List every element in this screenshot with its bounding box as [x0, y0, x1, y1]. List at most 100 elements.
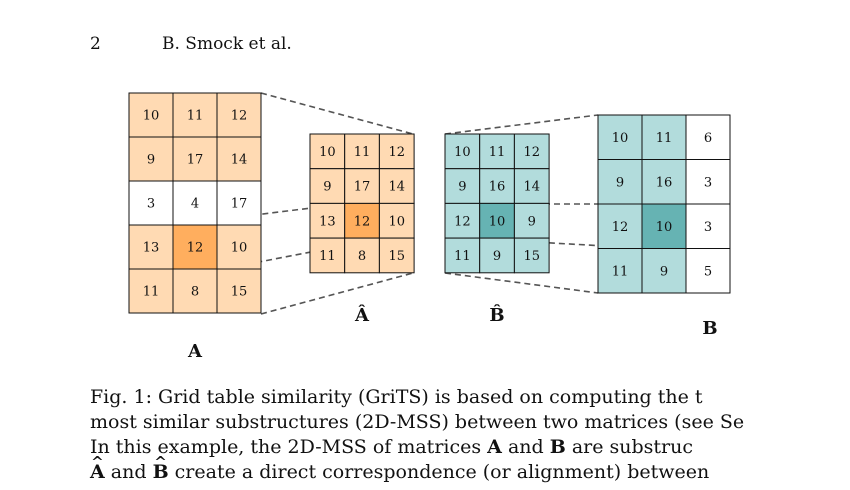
matrix-cell-value: 12 — [231, 109, 248, 124]
matrix-cell-value: 15 — [388, 249, 405, 264]
matrix-cell — [597, 248, 643, 294]
matrix-cell-value: 10 — [656, 220, 673, 235]
matrix-cell — [344, 133, 380, 170]
matrix-cell — [128, 136, 174, 182]
matrix-cell-value: 16 — [656, 175, 673, 190]
dashed-connector — [444, 114, 599, 135]
matrix-cell-value: 6 — [704, 131, 712, 146]
matrix-label-b-hat: B̂ — [489, 305, 505, 326]
caption-text: and — [501, 436, 550, 458]
caption-line: In this example, the 2D-MSS of matrices … — [90, 435, 850, 460]
matrix-cell-value: 10 — [454, 145, 471, 160]
matrix-cell-value: 14 — [231, 153, 248, 168]
matrix-cell — [172, 268, 218, 314]
matrix-cell — [641, 159, 687, 205]
matrix-cell-value: 3 — [147, 197, 155, 212]
matrix-cell-value: 16 — [489, 180, 506, 195]
matrix-cell — [444, 237, 481, 274]
matrix-label-a: A — [188, 341, 202, 362]
matrix-cell-value: 3 — [704, 220, 712, 235]
matrix-cell-value: 5 — [704, 264, 712, 279]
matrix-cell — [172, 92, 218, 138]
matrix-cell-value: 10 — [143, 109, 160, 124]
matrix-cell-value: 11 — [319, 249, 336, 264]
matrix-cell-value: 10 — [489, 214, 506, 229]
matrix-cell-value: 9 — [323, 180, 331, 195]
matrix-cell-value: 11 — [612, 264, 629, 279]
dashed-connector — [216, 238, 380, 271]
matrix-cell-value: 10 — [231, 241, 248, 256]
matrix-cell-value: 9 — [147, 153, 155, 168]
matrix-cell — [216, 224, 262, 270]
matrix-cell-value: 13 — [319, 214, 336, 229]
caption-matrix-a: A — [487, 436, 502, 458]
matrix-cell — [309, 133, 346, 170]
matrix-cell-value: 15 — [523, 249, 540, 264]
matrix-cell — [444, 168, 481, 204]
dashed-connector — [444, 272, 599, 294]
matrix-cell — [128, 180, 174, 226]
matrix-cell — [216, 180, 262, 226]
matrix-cell-value: 17 — [187, 153, 204, 168]
matrix-cell — [685, 114, 731, 160]
matrix-cell — [216, 268, 262, 314]
matrix-cell — [172, 224, 218, 270]
matrix-cell — [685, 159, 731, 205]
matrix-cell — [128, 224, 174, 270]
matrix-label-a-hat: Â — [355, 305, 369, 326]
matrix-cell — [479, 237, 515, 274]
matrix-cell-value: 15 — [231, 285, 248, 300]
matrix-cell — [685, 203, 731, 249]
matrix-cell-value: 9 — [528, 214, 536, 229]
caption-matrix-b: B — [549, 436, 566, 458]
caption-text: In this example, the 2D-MSS of matrices — [90, 436, 488, 458]
caption-text: and — [104, 461, 153, 483]
matrix-cell-value: 11 — [354, 145, 371, 160]
matrix-cell — [172, 180, 218, 226]
matrix-cell — [378, 237, 415, 274]
caption-line: A and B create a direct correspondence (… — [90, 460, 850, 485]
matrix-cell — [444, 202, 481, 239]
matrix-cell — [216, 92, 262, 138]
caption-matrix-a-hat: A — [90, 460, 105, 485]
matrix-cell-value: 12 — [187, 241, 204, 256]
matrix-cell-value: 12 — [454, 214, 471, 229]
matrix-cell-value: 12 — [388, 145, 405, 160]
matrix-cell — [172, 136, 218, 182]
matrix-cell-value: 14 — [523, 180, 540, 195]
page-number: 2 — [90, 34, 101, 54]
matrix-cell — [344, 237, 380, 274]
caption-line: Fig. 1: Grid table similarity (GriTS) is… — [90, 386, 703, 408]
matrix-label-b: B — [702, 318, 718, 339]
matrix-cell — [597, 203, 643, 249]
matrix-cell-value: 10 — [388, 214, 405, 229]
matrix-cell — [513, 133, 550, 170]
matrix-cell-value: 11 — [656, 131, 673, 146]
matrix-cell — [513, 202, 550, 239]
matrix-cell-value: 9 — [493, 249, 501, 264]
matrix-cell-value: 9 — [458, 180, 466, 195]
matrix-cell-value: 11 — [454, 249, 471, 264]
matrix-cell — [641, 248, 687, 294]
matrix-cell-value: 11 — [489, 145, 506, 160]
matrix-cell-value: 11 — [143, 285, 160, 300]
dashed-connector — [260, 92, 414, 135]
dashed-connector — [478, 238, 643, 249]
matrix-cell-value: 8 — [191, 285, 199, 300]
matrix-cell — [597, 114, 643, 160]
matrix-cell-value: 13 — [143, 241, 160, 256]
matrix-cell-value: 14 — [388, 180, 405, 195]
matrix-cell-value: 8 — [358, 249, 366, 264]
matrix-cell — [378, 133, 415, 170]
matrix-cell — [128, 268, 174, 314]
matrix-cell-value: 9 — [616, 175, 624, 190]
matrix-cell — [513, 237, 550, 274]
matrix-cell-value: 11 — [187, 109, 204, 124]
matrix-cell-value: 4 — [191, 197, 199, 212]
